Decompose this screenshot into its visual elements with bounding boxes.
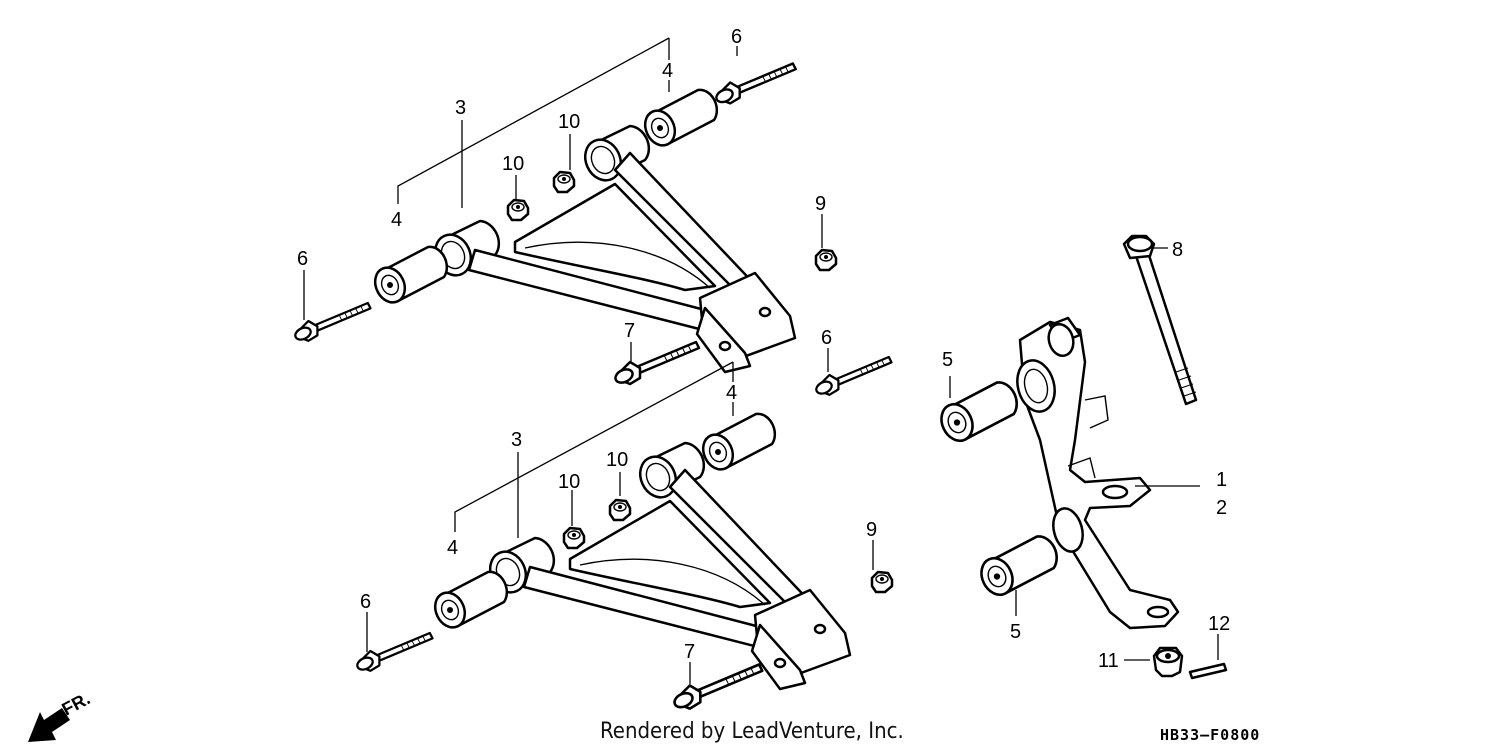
callout-upper-nut-b: 10: [558, 111, 580, 133]
callout-lower-bolt-front: 6: [360, 591, 371, 613]
lower-bolt-rear: [813, 355, 893, 398]
callout-lower-nut-b: 10: [606, 449, 628, 471]
lower-bushing-front: [428, 570, 509, 634]
callout-lower-arm: 3: [511, 429, 522, 451]
callout-castle-nut: 11: [1098, 650, 1119, 672]
lower-nut-10b: [608, 498, 632, 522]
callout-upper-bush-front: 4: [391, 209, 402, 231]
upper-bushing-rear: [638, 88, 719, 152]
arrow-icon: [28, 708, 70, 742]
lower-a-arm: [482, 441, 852, 691]
upper-nut-10a: [506, 198, 530, 222]
callout-upper-arm: 3: [455, 97, 466, 119]
upper-bolt-7: [612, 340, 701, 387]
callout-knuckle-bush-top: 5: [942, 349, 953, 371]
callout-lower-bush-rear: 4: [726, 382, 737, 404]
callout-knuckle-1: 1: [1216, 469, 1227, 491]
figure-code: HB33–F0800: [1160, 726, 1260, 744]
callout-upper-bush-rear: 4: [662, 60, 673, 82]
lower-nut-10a: [562, 526, 586, 550]
lower-nut-9: [870, 570, 894, 594]
upper-bolt-rear: [713, 62, 797, 106]
knuckle: [1016, 316, 1180, 630]
upper-a-arm: [427, 124, 797, 374]
callout-upper-bolt-7: 7: [624, 320, 635, 342]
lower-bolt-7: [670, 663, 764, 712]
long-bolt: [1122, 234, 1198, 406]
upper-bracket-line: [397, 37, 670, 204]
cotter-pin: [1188, 662, 1228, 680]
castle-nut: [1152, 646, 1184, 678]
lower-bushing-rear: [696, 412, 777, 476]
credit-text: Rendered by LeadVenture, Inc.: [600, 719, 904, 744]
callouts: 3 4 4 6 6 10 10 9 7 3 4 4 6 6 10 10 9 7 …: [297, 26, 1230, 672]
upper-nut-10b: [552, 170, 576, 194]
upper-bushing-front: [368, 245, 449, 309]
callout-cotter-pin: 12: [1208, 613, 1230, 635]
callout-upper-nut-small: 9: [815, 193, 826, 215]
upper-bolt-front: [292, 301, 372, 344]
callout-upper-bolt-front: 6: [297, 248, 308, 270]
lower-bracket-line: [454, 361, 734, 532]
callout-long-bolt: 8: [1172, 239, 1183, 261]
callout-lower-bolt-rear: 6: [821, 327, 832, 349]
callout-lower-bolt-7: 7: [684, 641, 695, 663]
callout-lower-bush-front: 4: [447, 537, 458, 559]
callout-knuckle-bush-bottom: 5: [1010, 621, 1021, 643]
callout-lower-nut-a: 10: [558, 471, 580, 493]
callout-upper-bolt-rear: 6: [731, 26, 742, 48]
knuckle-bushing-top: [934, 381, 1019, 448]
callout-knuckle-2: 2: [1216, 497, 1227, 519]
callout-lower-nut-small: 9: [866, 519, 877, 541]
front-direction-arrow: FR.: [28, 688, 93, 742]
upper-nut-9: [814, 248, 838, 272]
callout-upper-nut-a: 10: [502, 153, 524, 175]
